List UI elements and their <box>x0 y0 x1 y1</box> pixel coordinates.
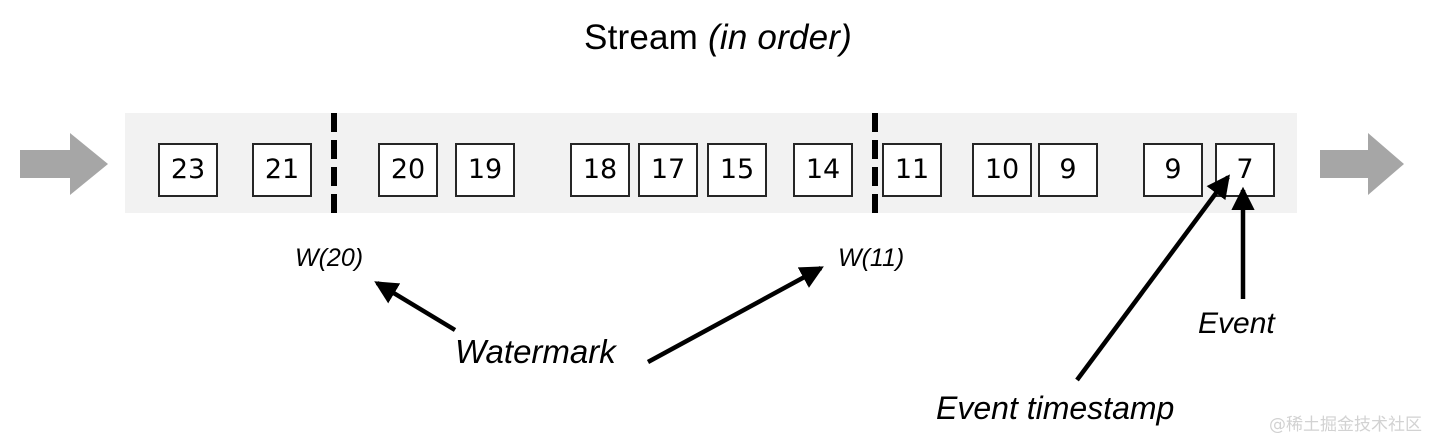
stream-outflow-arrow <box>1320 133 1404 195</box>
event-box[interactable]: 14 <box>793 143 853 197</box>
page-title-suffix: (in order) <box>707 18 852 57</box>
event-box[interactable]: 17 <box>638 143 698 197</box>
page-title: Stream (in order) <box>0 16 1436 60</box>
watermark-divider-w11 <box>872 113 878 213</box>
annotation-watermark: Watermark <box>455 333 616 370</box>
event-box[interactable]: 7 <box>1215 143 1275 197</box>
stream-inflow-arrow <box>20 133 108 195</box>
event-box[interactable]: 21 <box>252 143 312 197</box>
watermark-label-w11: W(11) <box>838 244 905 272</box>
event-box[interactable]: 23 <box>158 143 218 197</box>
watermark-divider-w20 <box>331 113 337 213</box>
event-box[interactable]: 18 <box>570 143 630 197</box>
annotation-event-timestamp: Event timestamp <box>936 390 1175 426</box>
arrow-watermark-to-w11 <box>646 266 824 364</box>
event-box[interactable]: 20 <box>378 143 438 197</box>
event-box[interactable]: 19 <box>455 143 515 197</box>
arrow-watermark-to-w20 <box>374 281 457 332</box>
annotation-event: Event <box>1198 307 1275 340</box>
event-box[interactable]: 11 <box>882 143 942 197</box>
event-box[interactable]: 10 <box>972 143 1032 197</box>
event-box[interactable]: 15 <box>707 143 767 197</box>
watermark-label-w20: W(20) <box>295 244 364 272</box>
page-title-main: Stream <box>584 18 699 57</box>
corner-watermark: @稀土掘金技术社区 <box>1269 415 1422 435</box>
event-box[interactable]: 9 <box>1143 143 1203 197</box>
event-box[interactable]: 9 <box>1038 143 1098 197</box>
